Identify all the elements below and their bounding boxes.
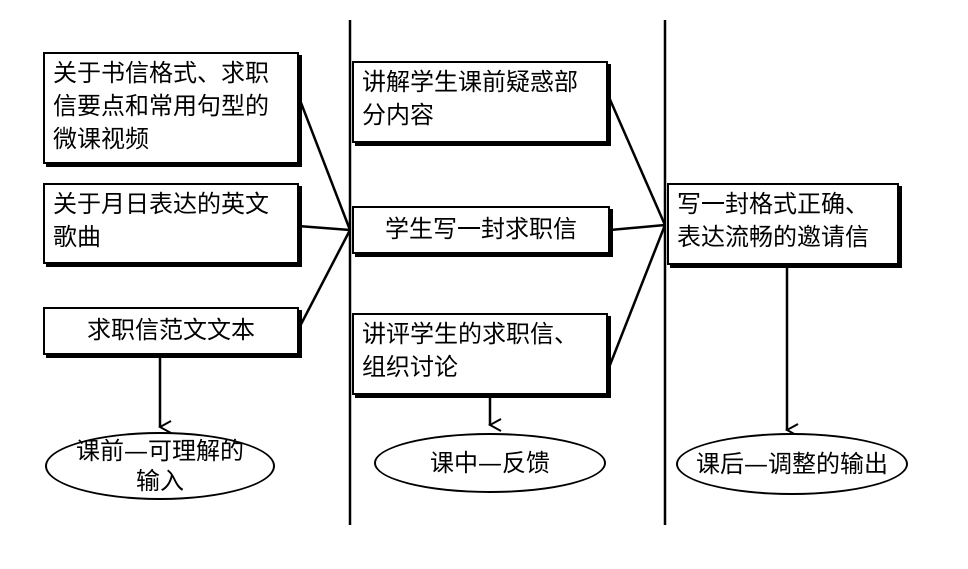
box-comment-discuss: 讲评学生的求职信、 组织讨论 [352, 313, 608, 395]
connector-explain [606, 94, 667, 226]
oval-after-class-text: 课后—调整的输出 [696, 450, 888, 478]
box-invitation: 写一封格式正确、 表达流畅的邀请信 [667, 183, 899, 265]
box-song: 关于月日表达的英文 歌曲 [43, 183, 299, 264]
box-write-letter: 学生写一封求职信 [352, 206, 610, 254]
oval-after-class: 课后—调整的输出 [676, 433, 908, 495]
connector-song [297, 224, 351, 232]
connector-comment [606, 224, 667, 371]
oval-in-class: 课中—反馈 [374, 433, 606, 493]
box-invitation-text: 写一封格式正确、 表达流畅的邀请信 [677, 190, 869, 251]
box-comment-discuss-text: 讲评学生的求职信、 组织讨论 [362, 320, 578, 381]
box-micro-video: 关于书信格式、求职 信要点和常用句型的 微课视频 [43, 52, 299, 164]
connector-write [609, 223, 666, 232]
box-sample-text: 求职信范文文本 [43, 307, 299, 355]
connector-micro-video [296, 94, 352, 231]
box-sample-text-label: 求职信范文文本 [87, 316, 255, 344]
connector-sample-text [296, 229, 352, 331]
box-micro-video-text: 关于书信格式、求职 信要点和常用句型的 微课视频 [53, 59, 269, 153]
box-song-text: 关于月日表达的英文 歌曲 [53, 190, 269, 251]
oval-in-class-text: 课中—反馈 [430, 449, 550, 477]
box-explain-doubts: 讲解学生课前疑惑部 分内容 [352, 61, 608, 143]
box-write-letter-text: 学生写一封求职信 [385, 215, 577, 243]
oval-pre-class: 课前—可理解的 输入 [45, 432, 275, 500]
oval-pre-class-text: 课前—可理解的 输入 [76, 437, 244, 495]
box-explain-doubts-text: 讲解学生课前疑惑部 分内容 [362, 68, 578, 129]
